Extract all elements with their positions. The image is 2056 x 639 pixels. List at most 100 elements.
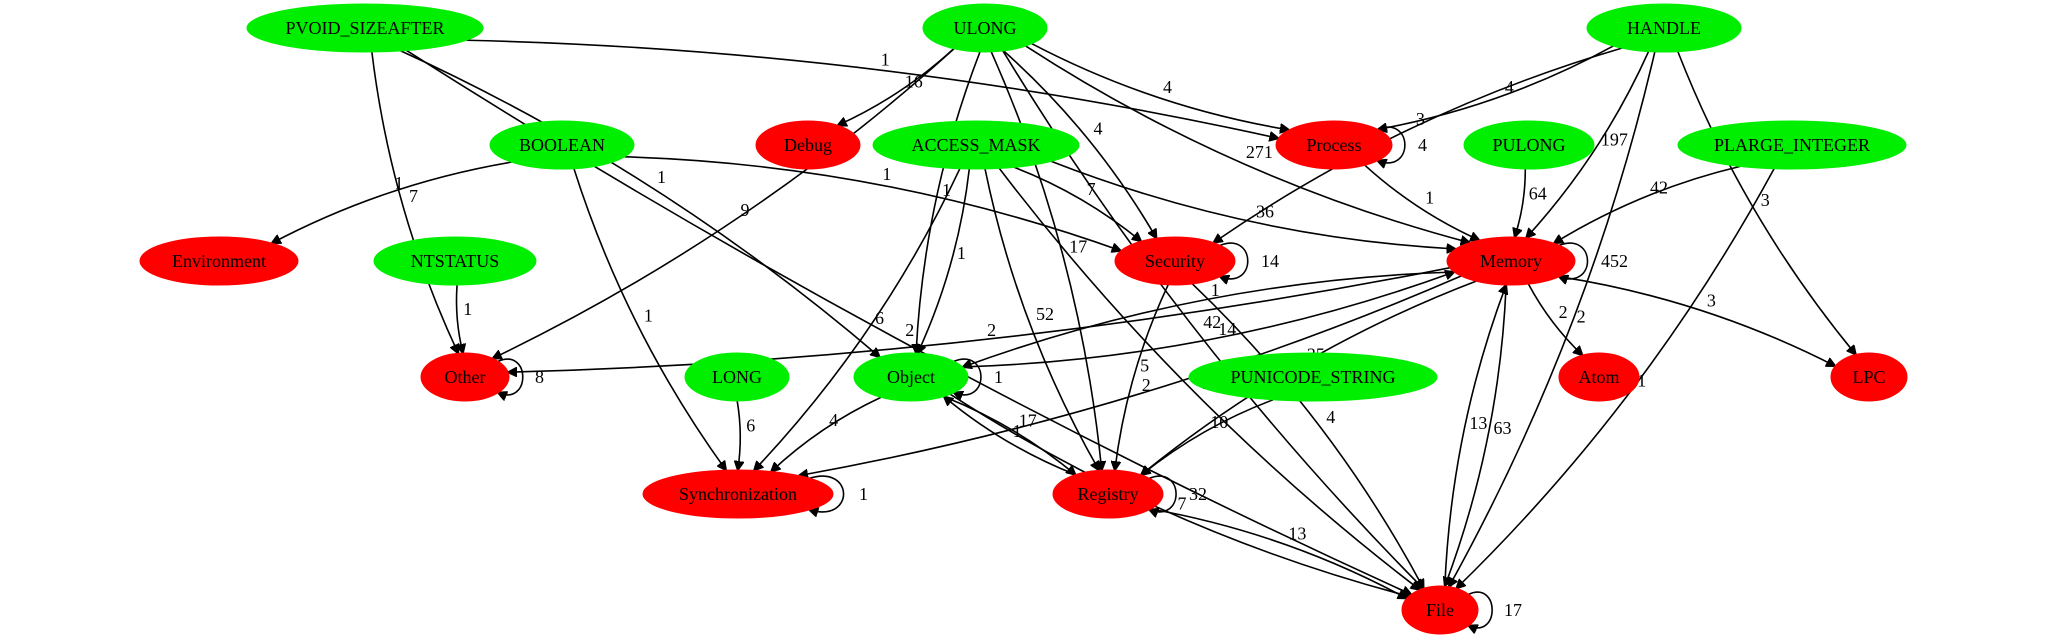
edge-line	[573, 168, 726, 471]
edge-memory-to-file: 63	[1445, 284, 1512, 586]
node-ellipse	[1052, 469, 1164, 519]
edge-ulong-to-registry: 17	[990, 51, 1101, 470]
edge-weight-label: 1	[1013, 421, 1022, 441]
edge-object-to-registry: 17	[943, 395, 1075, 475]
node-environment: Environment	[139, 236, 299, 286]
edge-line	[1677, 51, 1856, 355]
node-ellipse	[420, 352, 510, 402]
node-process: Process	[1275, 120, 1393, 170]
edge-weight-label: 10	[1210, 412, 1228, 432]
node-label: ACCESS_MASK	[911, 135, 1040, 155]
node-ellipse	[1446, 236, 1576, 286]
node-debug: Debug	[755, 120, 861, 170]
edge-ulong-to-object: 1	[916, 51, 981, 353]
edge-line	[1214, 47, 1623, 243]
edge-line	[1220, 242, 1249, 279]
edge-weight-label: 1	[881, 49, 890, 69]
edge-weight-label: 3	[1416, 109, 1425, 129]
edge-plarge-integer-to-memory: 42	[1554, 165, 1741, 243]
node-ellipse	[1275, 120, 1393, 170]
edge-line	[371, 51, 458, 353]
edge-registry-to-registry: 32	[1149, 475, 1207, 512]
edge-weight-label: 13	[1288, 524, 1306, 544]
edge-line	[799, 275, 1462, 476]
node-pvoid-sizeafter: PVOID_SIZEAFTER	[246, 3, 484, 53]
node-label: Synchronization	[679, 484, 797, 504]
edge-weight-label: 4	[829, 410, 838, 430]
node-label: Environment	[172, 251, 266, 271]
edge-ulong-to-memory: 271	[1025, 45, 1470, 243]
edge-ulong-to-debug: 16	[838, 48, 955, 126]
edge-line	[400, 50, 880, 357]
edge-line	[1559, 275, 1835, 366]
node-ellipse	[853, 352, 969, 402]
node-memory: Memory	[1446, 236, 1576, 286]
edge-line	[466, 39, 1278, 138]
node-file: File	[1401, 585, 1479, 635]
edge-access-mask-to-synchronization: 6	[754, 168, 961, 471]
edge-line	[984, 168, 1099, 470]
edge-weight-label: 1	[394, 173, 403, 193]
edge-security-to-security: 14	[1220, 242, 1279, 279]
edge-line	[737, 400, 740, 470]
edge-handle-to-security: 3	[1214, 47, 1623, 243]
edge-weight-label: 1	[1425, 187, 1434, 207]
node-label: BOOLEAN	[519, 135, 605, 155]
edge-line	[998, 167, 1419, 589]
edge-pvoid-sizeafter-to-object: 1	[400, 50, 880, 357]
edge-punicode-string-to-registry: 10	[1141, 398, 1274, 475]
node-label: Other	[445, 367, 486, 387]
node-security: Security	[1114, 236, 1236, 286]
edge-handle-to-file: 2	[1449, 51, 1656, 587]
edge-weight-label: 1	[994, 367, 1003, 387]
node-label: LONG	[712, 367, 762, 387]
edge-weight-label: 17	[1069, 237, 1087, 257]
edge-line	[498, 358, 524, 395]
edge-weight-label: 7	[1178, 494, 1187, 514]
node-label: LPC	[1852, 367, 1885, 387]
node-ellipse	[1463, 120, 1595, 170]
edge-long-to-synchronization: 6	[737, 400, 755, 470]
edge-line	[1191, 283, 1423, 588]
edges-layer: 1712164427191174243197321117361526186442…	[272, 39, 1856, 628]
edge-file-to-file: 17	[1469, 591, 1522, 628]
node-registry: Registry	[1052, 469, 1164, 519]
node-label: HANDLE	[1627, 18, 1701, 38]
edge-weight-label: 1	[1637, 371, 1646, 391]
edge-line	[754, 168, 961, 471]
edge-file-to-memory: 13	[1444, 285, 1506, 587]
node-label: Atom	[1578, 367, 1619, 387]
edge-line	[1469, 591, 1493, 628]
edge-weight-label: 3	[1707, 290, 1716, 310]
edge-line	[1378, 45, 1614, 129]
edge-weight-label: 5	[1140, 355, 1149, 375]
edge-weight-label: 17	[1019, 410, 1037, 430]
edge-weight-label: 7	[409, 186, 418, 206]
edge-object-to-memory: 14	[962, 272, 1454, 368]
edge-line	[954, 358, 982, 395]
node-ellipse	[1586, 3, 1742, 53]
edge-weight-label: 3	[1761, 190, 1770, 210]
edge-ntstatus-to-other: 1	[455, 284, 472, 353]
edge-weight-label: 13	[1469, 413, 1487, 433]
edge-line	[1051, 160, 1455, 249]
edge-weight-label: 1	[859, 484, 868, 504]
edge-pvoid-sizeafter-to-other: 7	[371, 51, 458, 353]
node-label: Security	[1145, 251, 1205, 271]
node-handle: HANDLE	[1586, 3, 1742, 53]
edge-weight-label: 2	[1559, 302, 1568, 322]
edge-object-to-object: 1	[954, 358, 1003, 395]
edge-weight-label: 2	[987, 320, 996, 340]
node-label: PLARGE_INTEGER	[1714, 135, 1870, 155]
edge-handle-to-process: 4	[1378, 45, 1614, 129]
node-ntstatus: NTSTATUS	[373, 236, 537, 286]
edge-line	[838, 48, 955, 126]
edge-line	[943, 395, 1075, 475]
node-label: File	[1426, 600, 1454, 620]
node-label: NTSTATUS	[411, 251, 500, 271]
edge-weight-label: 36	[1256, 201, 1274, 221]
edge-line	[1444, 285, 1506, 587]
node-label: PULONG	[1492, 135, 1565, 155]
edge-line	[1378, 126, 1406, 163]
